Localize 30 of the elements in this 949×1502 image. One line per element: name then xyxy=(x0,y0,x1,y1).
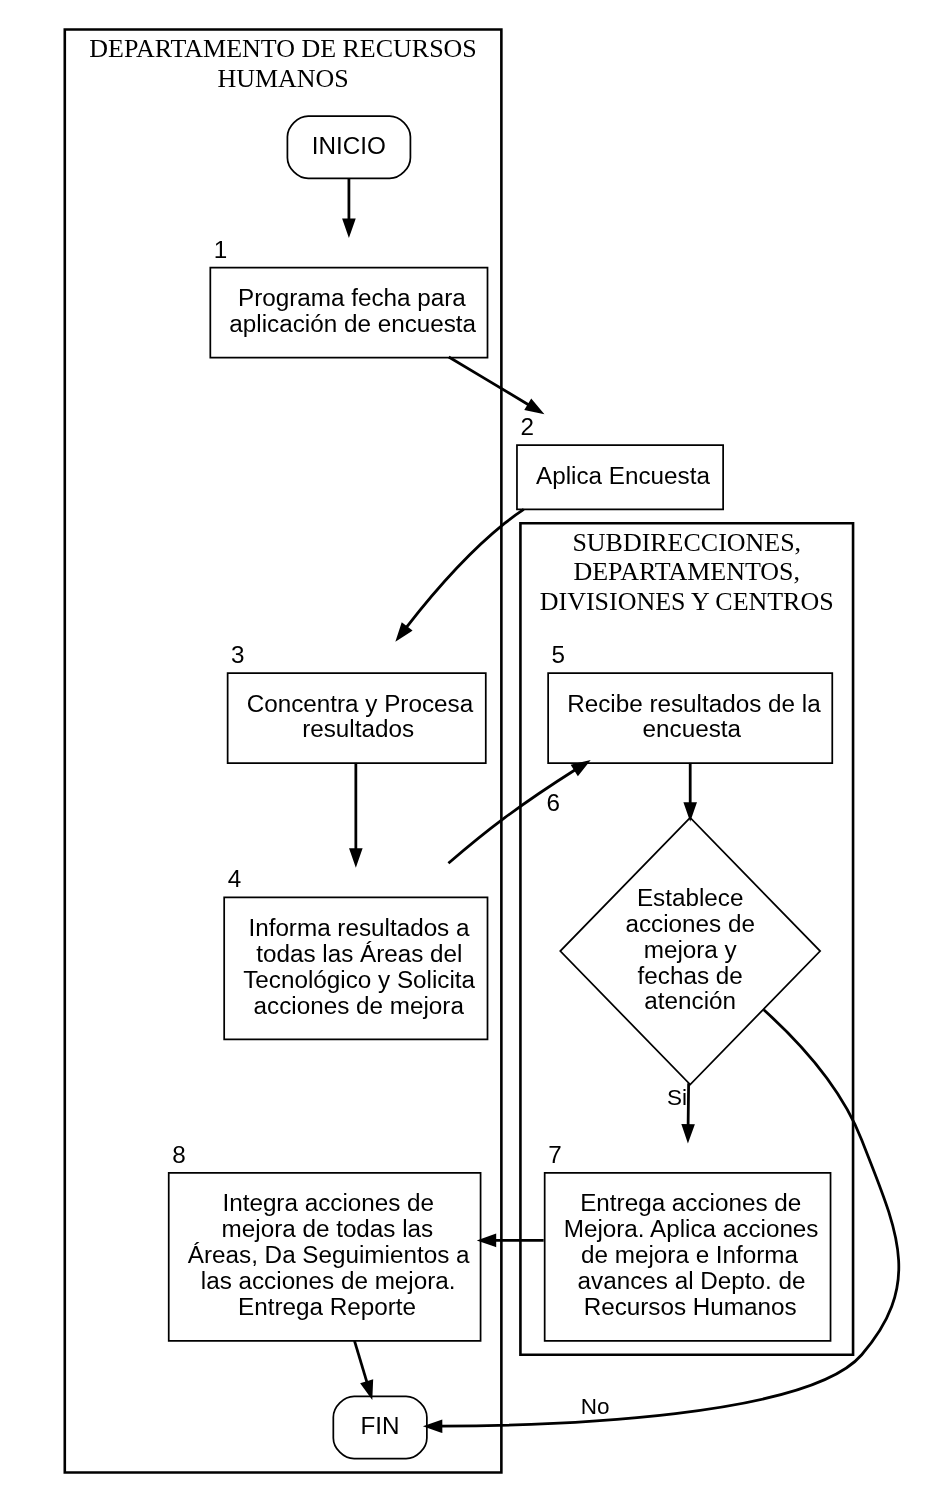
node-label: 1 xyxy=(213,235,227,263)
node-label: 7 xyxy=(547,1140,562,1168)
edge-label: Si xyxy=(666,1084,687,1110)
node-box: Recibe resultados de la encuesta xyxy=(546,672,833,764)
node-box: Concentra y Procesa resultados xyxy=(226,672,487,764)
node-label: 8 xyxy=(171,1140,186,1168)
arrow xyxy=(422,1008,900,1433)
node-box: INICIO xyxy=(286,115,411,180)
arrow xyxy=(680,1083,695,1144)
arrow xyxy=(352,1340,373,1400)
node-box: Integra acciones de mejora de todas las Áreas, Da Seguimientos a las acciones de mejora. Entrega Reporte xyxy=(167,1172,481,1342)
node-label: 5 xyxy=(551,640,565,668)
arrow xyxy=(348,762,363,868)
node-label: 6 xyxy=(546,789,560,817)
arrow xyxy=(447,355,544,415)
arrow xyxy=(341,178,356,239)
node-box: FIN xyxy=(331,1395,428,1460)
node-box: Entrega acciones de Mejora. Aplica acciones de mejora e Informa avances al Depto. de Recursos Humanos xyxy=(543,1172,831,1342)
node-label: 2 xyxy=(519,413,534,441)
node-box: Aplica Encuesta xyxy=(515,444,724,511)
node-box: Informa resultados a todas las Áreas del Tecnológico y Solicita acciones de mejora xyxy=(222,896,488,1041)
arrow xyxy=(394,508,525,642)
arrow xyxy=(682,762,697,822)
node-label: 3 xyxy=(230,640,245,668)
node-label: 4 xyxy=(227,865,241,893)
edge-label: No xyxy=(580,1393,610,1419)
node-box: Programa fecha para aplicación de encuesta xyxy=(208,266,488,359)
arrow xyxy=(447,760,591,865)
arrow xyxy=(476,1233,544,1248)
node-diamond: Establece acciones de mejora y fechas de atención xyxy=(558,816,821,1086)
